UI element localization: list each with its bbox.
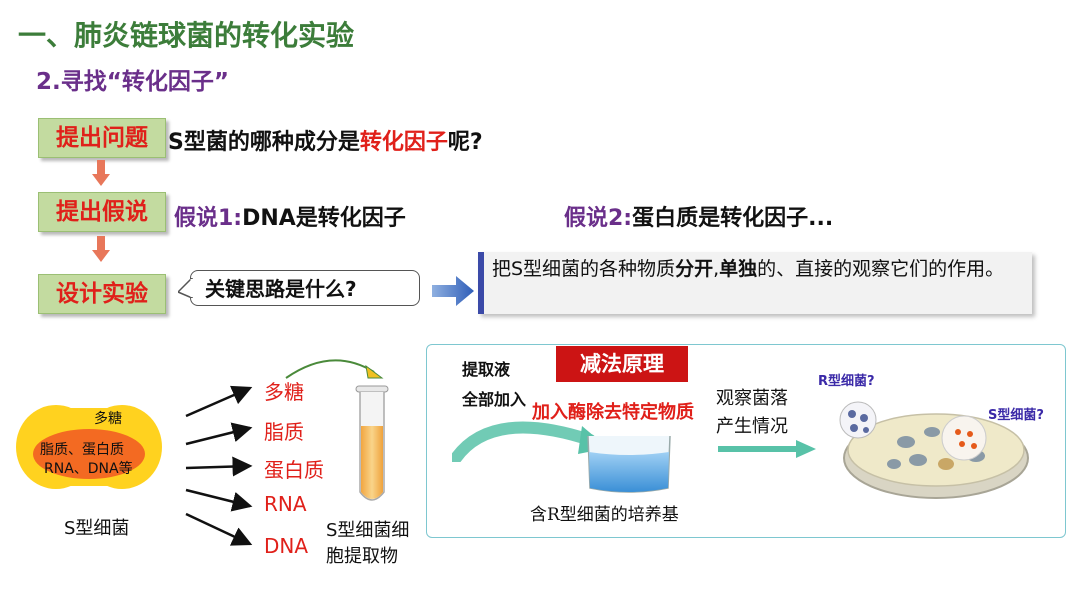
substance-protein: 蛋白质 <box>264 458 324 482</box>
step-ask-question: 提出问题 <box>38 118 166 158</box>
extract-label-1: 提取液 <box>462 360 511 379</box>
question-text: S型菌的哪种成分是转化因子呢? <box>168 124 483 156</box>
hypothesis-2: 假说2:蛋白质是转化因子... <box>564 200 833 232</box>
method-text-3: 的、直接的观察它们的作用。 <box>757 258 1005 280</box>
method-text-1: 把S型细菌的各种物质 <box>492 258 676 280</box>
hypothesis-1-label: 假说1: <box>174 206 243 231</box>
test-tube-icon <box>355 385 389 501</box>
observe-label-1: 观察菌落 <box>716 388 788 409</box>
extract-label-2: 全部加入 <box>462 390 527 409</box>
observe-arrow-icon <box>718 440 816 458</box>
s-bacteria-question: S型细菌? <box>988 408 1044 423</box>
hypothesis-2-label: 假说2: <box>564 206 633 231</box>
bacterium-outer-label: 多糖 <box>94 411 122 427</box>
question-part1: S型菌的哪种成分是 <box>168 130 360 155</box>
right-arrow-icon <box>432 276 474 306</box>
callout-pointer-icon <box>178 278 194 298</box>
extract-caption-2: 胞提取物 <box>326 546 398 567</box>
bacterium-inner-label-2: RNA、DNA等 <box>44 461 133 477</box>
step-design-experiment: 设计实验 <box>38 274 166 314</box>
method-description: 把S型细菌的各种物质分开,单独的、直接的观察它们的作用。 <box>478 252 1032 314</box>
method-bold-separate: 分开 <box>675 258 714 280</box>
bacterium-caption: S型细菌 <box>64 518 130 539</box>
r-bacteria-question: R型细菌? <box>818 374 875 389</box>
substance-polysaccharide: 多糖 <box>264 380 304 404</box>
extract-caption-1: S型细菌细 <box>326 520 410 541</box>
hypothesis-2-text: 蛋白质是转化因子... <box>632 206 834 231</box>
method-text-2: , <box>713 258 720 280</box>
down-arrow-icon <box>92 236 110 262</box>
s-bacterium-diagram <box>16 405 162 489</box>
question-highlight: 转化因子 <box>359 130 448 155</box>
medium-caption: 含R型细菌的培养基 <box>530 505 679 525</box>
section-subtitle: 2.寻找“转化因子” <box>36 69 229 95</box>
bacterium-inner-label-1: 脂质、蛋白质 <box>40 442 124 458</box>
step-hypothesis: 提出假说 <box>38 192 166 232</box>
page-title: 一、肺炎链球菌的转化实验 <box>18 19 355 52</box>
enzyme-text: 加入酶除去特定物质 <box>532 402 694 423</box>
petri-dish-icon <box>839 401 1029 499</box>
curved-arrow-icon <box>285 359 384 379</box>
hypothesis-1-text: DNA是转化因子 <box>242 206 406 231</box>
observe-label-2: 产生情况 <box>716 416 788 437</box>
key-idea-callout: 关键思路是什么? <box>190 270 420 306</box>
substance-dna: DNA <box>264 534 309 558</box>
substance-lipid: 脂质 <box>264 420 304 444</box>
beaker-icon <box>587 435 671 493</box>
hypothesis-1: 假说1:DNA是转化因子 <box>174 200 406 232</box>
method-bold-alone: 单独 <box>719 258 758 280</box>
fan-arrows <box>185 385 253 546</box>
subtraction-principle-badge: 减法原理 <box>556 346 688 382</box>
substance-rna: RNA <box>264 492 307 516</box>
question-part2: 呢? <box>447 130 483 155</box>
down-arrow-icon <box>92 160 110 186</box>
